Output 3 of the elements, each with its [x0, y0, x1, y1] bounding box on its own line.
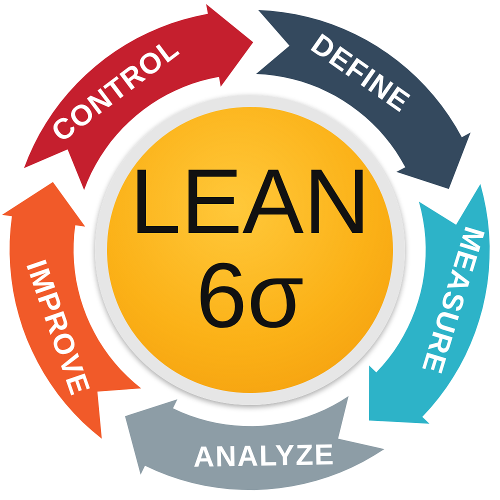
center-title: 6σ	[196, 250, 304, 344]
center-title: LEAN	[130, 156, 370, 250]
stage-label: ANALYZE	[194, 440, 336, 476]
